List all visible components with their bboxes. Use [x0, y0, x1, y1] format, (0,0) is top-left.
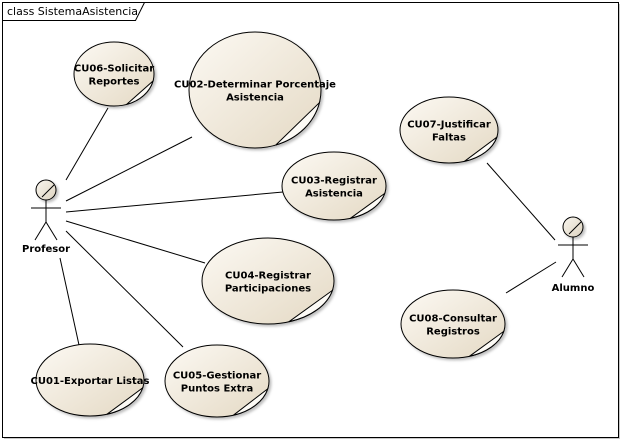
actor-label: Profesor — [22, 244, 70, 255]
page-curl-icon — [469, 330, 505, 357]
use-case-ellipse[interactable] — [201, 237, 335, 325]
actor-right-leg — [45, 221, 58, 241]
associations — [59, 107, 557, 348]
use-case-cu01[interactable]: CU01-Exportar Listas — [31, 343, 150, 417]
actor-left-leg — [561, 258, 574, 278]
actor-head-icon — [562, 216, 584, 238]
use-case-ellipse[interactable] — [281, 151, 387, 221]
use-case-ellipse[interactable] — [399, 96, 499, 164]
actor-head-fold — [568, 221, 582, 235]
use-case-ellipse[interactable] — [35, 343, 145, 417]
use-case-label: CU06-Solicitar — [74, 64, 154, 75]
use-case-label: CU08-Consultar — [409, 314, 497, 325]
use-case-label: CU04-Registrar — [225, 271, 311, 282]
page-curl-icon — [464, 135, 498, 162]
use-case-label: Asistencia — [226, 93, 284, 104]
actor-head-icon — [35, 179, 57, 201]
frame-title: class SistemaAsistencia — [7, 5, 138, 18]
page-curl-icon — [288, 289, 334, 323]
use-case-label: Faltas — [432, 133, 466, 144]
page-curl-icon — [275, 101, 321, 146]
actor-profesor[interactable]: Profesor — [22, 179, 70, 255]
actor-right-leg — [572, 258, 585, 278]
actor-label: Alumno — [552, 283, 595, 294]
use-case-label: CU01-Exportar Listas — [31, 376, 150, 387]
page-curl-icon — [350, 192, 386, 219]
use-case-label: Registros — [426, 327, 480, 338]
page-curl-icon — [106, 386, 144, 415]
actor-alumno[interactable]: Alumno — [552, 216, 595, 294]
use-case-label: Asistencia — [305, 189, 363, 200]
association-profesor-cu04[interactable] — [65, 220, 206, 264]
actor-left-leg — [34, 221, 47, 241]
use-case-ellipse[interactable] — [164, 344, 270, 418]
association-alumno-cu08[interactable] — [505, 261, 557, 294]
use-case-ellipse[interactable] — [188, 31, 322, 149]
frame-title-tab — [2, 2, 145, 21]
association-profesor-cu02[interactable] — [65, 136, 193, 202]
page-curl-icon — [233, 387, 269, 416]
association-profesor-cu03[interactable] — [65, 191, 284, 213]
association-profesor-cu01[interactable] — [59, 257, 80, 346]
use-case-ellipse[interactable] — [400, 289, 506, 359]
association-profesor-cu06[interactable] — [65, 107, 109, 181]
use-case-label: CU07-Justificar — [407, 120, 491, 131]
use-case-label: Reportes — [89, 77, 140, 88]
use-case-label: Puntos Extra — [181, 384, 253, 395]
association-alumno-cu07[interactable] — [486, 162, 556, 241]
use-case-label: CU03-Registrar — [291, 176, 377, 187]
association-profesor-cu05[interactable] — [65, 230, 184, 348]
page-curl-icon — [126, 79, 154, 105]
use-case-label: CU05-Gestionar — [173, 371, 261, 382]
use-case-label: Participaciones — [225, 284, 311, 295]
use-case-ellipse[interactable] — [73, 41, 155, 107]
use-case-label: CU02-Determinar Porcentaje — [174, 80, 336, 91]
actor-head-fold — [41, 184, 55, 198]
